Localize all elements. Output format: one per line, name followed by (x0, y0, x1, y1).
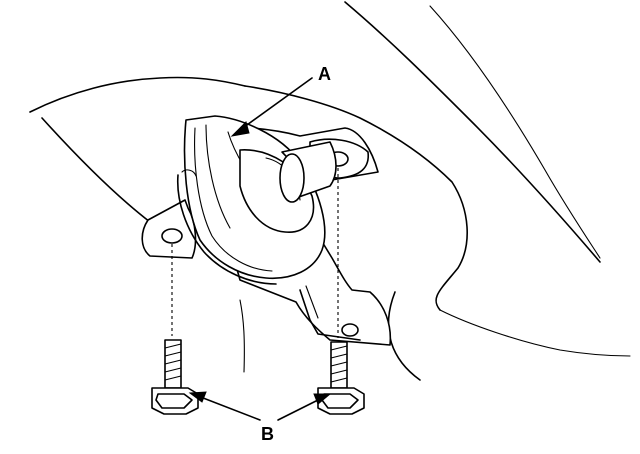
lower-hole (341, 323, 359, 337)
rubber-mount (176, 115, 337, 285)
callout-a: A (230, 64, 331, 137)
left-flange-bolt (151, 339, 199, 415)
callout-b: B (188, 391, 332, 444)
right-flange-bolt (317, 341, 365, 415)
alignment-lines (171, 168, 339, 338)
callout-b-label: B (261, 424, 274, 444)
shaft-end (279, 153, 305, 203)
vehicle-body-outline (29, 1, 631, 381)
left-bolt-hole (161, 228, 183, 244)
callout-a-label: A (318, 64, 331, 84)
